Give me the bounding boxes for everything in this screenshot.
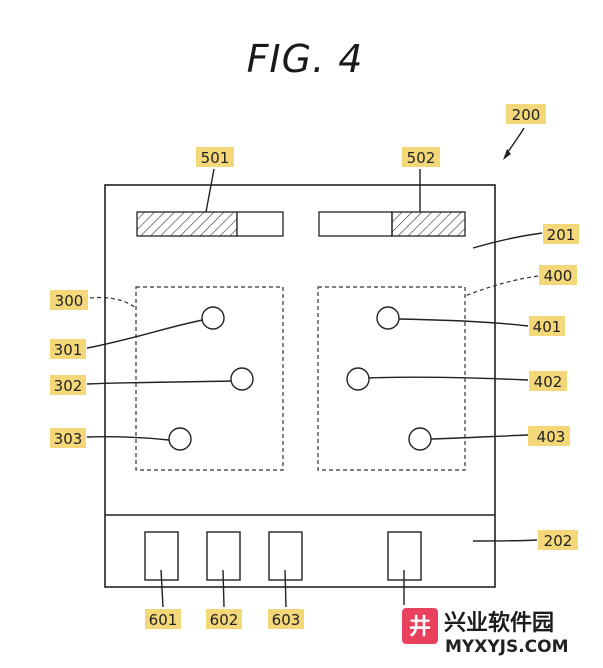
label-highlight xyxy=(268,609,304,629)
label-401: 401 xyxy=(533,318,562,336)
label-603: 603 xyxy=(272,611,301,629)
label-highlight xyxy=(50,428,86,448)
bar-502-empty xyxy=(318,211,393,237)
label-301: 301 xyxy=(54,341,83,359)
leader-302 xyxy=(86,380,232,385)
label-202: 202 xyxy=(544,532,573,550)
device-housing xyxy=(104,184,496,588)
label-502: 502 xyxy=(407,149,436,167)
leader-402 xyxy=(368,376,529,381)
watermark-brand: 兴业软件园 xyxy=(444,610,554,636)
label-highlight xyxy=(543,224,579,244)
leader-300 xyxy=(89,296,137,309)
label-highlight xyxy=(539,265,577,285)
label-highlight xyxy=(402,147,440,167)
leader-401 xyxy=(398,318,529,327)
leader-501 xyxy=(205,168,215,213)
label-400: 400 xyxy=(544,267,573,285)
label-highlight xyxy=(506,104,546,124)
label-highlight xyxy=(50,290,88,310)
label-501: 501 xyxy=(201,149,230,167)
label-highlight xyxy=(50,375,86,395)
leader-403 xyxy=(430,434,529,440)
group-300-outline xyxy=(135,286,284,471)
bar-502-filled xyxy=(391,211,466,237)
label-302: 302 xyxy=(54,377,83,395)
circle-301 xyxy=(201,306,225,330)
label-403: 403 xyxy=(537,428,566,446)
leader-603 xyxy=(284,569,287,608)
watermark-logo-icon xyxy=(402,608,438,644)
label-highlight xyxy=(145,609,181,629)
watermark-site: MYXYJS.COM xyxy=(445,637,569,657)
label-601: 601 xyxy=(149,611,178,629)
bar-501-filled xyxy=(136,211,238,237)
label-200: 200 xyxy=(512,106,541,124)
label-303: 303 xyxy=(54,430,83,448)
leader-400 xyxy=(464,275,539,297)
arrowhead-icon xyxy=(503,149,511,160)
circle-302 xyxy=(230,367,254,391)
leader-201 xyxy=(472,232,543,249)
circle-401 xyxy=(376,306,400,330)
label-201: 201 xyxy=(547,226,576,244)
watermark-logo-glyph: 井 xyxy=(409,615,431,640)
label-300: 300 xyxy=(55,292,84,310)
leader-303 xyxy=(86,436,170,441)
label-highlight xyxy=(529,371,567,391)
label-highlight xyxy=(528,426,570,446)
label-highlight xyxy=(206,609,242,629)
circle-403 xyxy=(408,427,432,451)
label-highlight xyxy=(50,339,86,359)
label-602: 602 xyxy=(210,611,239,629)
leader-601 xyxy=(160,569,164,608)
label-402: 402 xyxy=(534,373,563,391)
bar-501-empty xyxy=(236,211,284,237)
leader-202 xyxy=(472,539,538,542)
circle-402 xyxy=(346,367,370,391)
label-highlight xyxy=(196,147,234,167)
label-highlight xyxy=(538,530,578,550)
leader-301 xyxy=(86,319,204,349)
label-highlight xyxy=(529,316,565,336)
circle-303 xyxy=(168,427,192,451)
figure-title: FIG. 4 xyxy=(247,37,364,81)
leader-602 xyxy=(222,569,225,608)
